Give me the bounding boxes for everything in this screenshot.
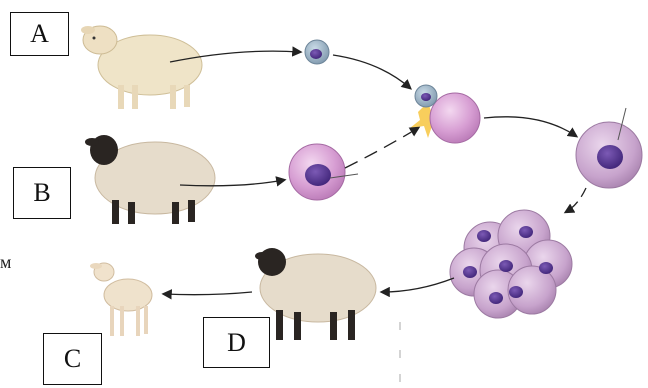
sheep-b-icon [85, 135, 215, 224]
arrow-d-to-c [164, 292, 252, 295]
label-b: B [13, 167, 71, 219]
sheep-a-icon [81, 26, 202, 109]
fusion-cell-icon [410, 85, 480, 143]
label-d: D [203, 317, 270, 368]
reconstructed-cell-icon [576, 108, 642, 188]
label-c: C [43, 333, 102, 385]
arrow-egg-to-fusion [345, 128, 418, 168]
label-a: A [10, 12, 69, 56]
udder-cell-icon [305, 40, 329, 64]
lamb-c-icon [90, 263, 152, 336]
embryo-icon [450, 210, 572, 318]
arrow-cell-to-fusion [333, 55, 410, 88]
arrow-cell-to-embryo [566, 188, 586, 212]
stray-letter: м [0, 252, 11, 273]
arrow-embryo-to-d [382, 278, 454, 292]
sheep-d-icon [255, 248, 376, 340]
arrow-fusion-to-cell [484, 117, 576, 136]
egg-cell-icon [289, 144, 358, 200]
